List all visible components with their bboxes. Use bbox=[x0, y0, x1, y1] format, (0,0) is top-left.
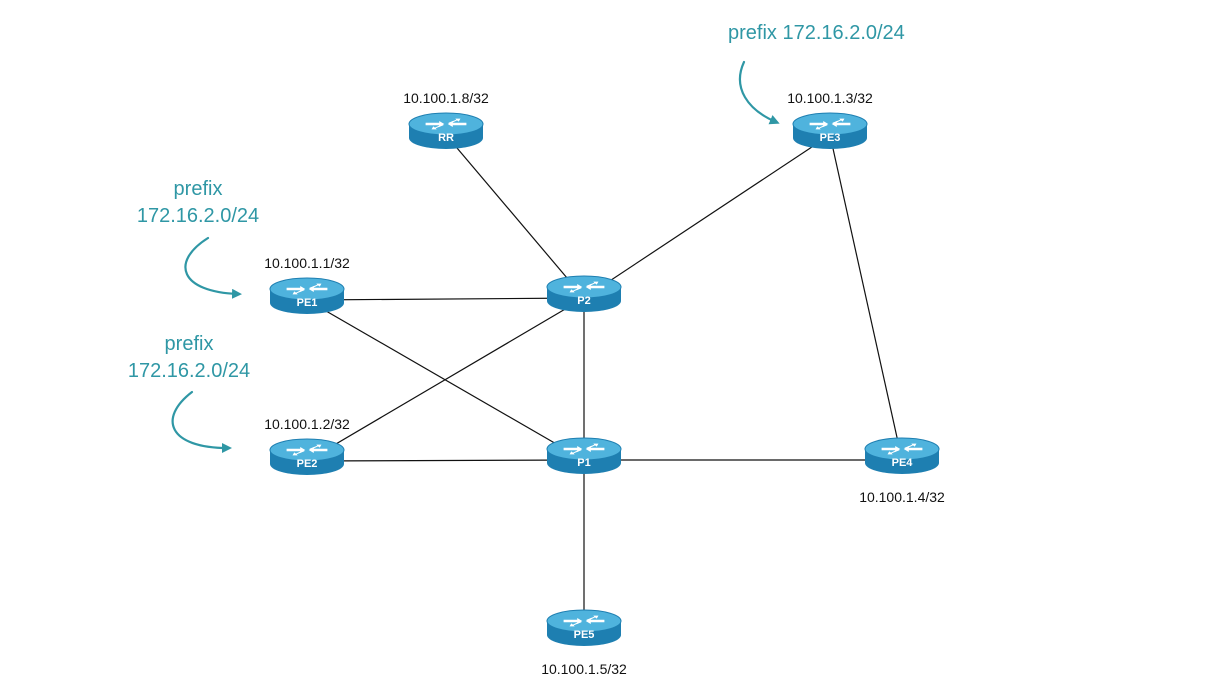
router-address-label: 10.100.1.4/32 bbox=[859, 489, 945, 505]
router-address-label: 10.100.1.3/32 bbox=[787, 90, 873, 106]
router-pe1[interactable]: PE1 10.100.1.1/32 bbox=[264, 255, 350, 314]
callout-pe3-text: prefix 172.16.2.0/24 bbox=[728, 22, 905, 44]
router-icon bbox=[269, 277, 345, 314]
router-address-label: 10.100.1.8/32 bbox=[403, 90, 489, 106]
link-pe3-p2 bbox=[583, 134, 831, 299]
callout-pe3-arrow bbox=[738, 60, 780, 125]
router-arrows-icon bbox=[286, 283, 328, 295]
callout-pe1-text-line2: 172.16.2.0/24 bbox=[137, 205, 259, 227]
callout-pe1: prefix 172.16.2.0/24 bbox=[137, 178, 259, 299]
callout-pe2: prefix 172.16.2.0/24 bbox=[128, 333, 250, 453]
router-icon bbox=[546, 609, 622, 646]
router-name: PE4 bbox=[892, 457, 914, 469]
router-icon bbox=[408, 112, 484, 149]
router-name: RR bbox=[438, 132, 454, 144]
router-icon bbox=[546, 437, 622, 474]
router-name: PE1 bbox=[297, 297, 318, 309]
router-address-label: 10.100.1.1/32 bbox=[264, 255, 350, 271]
router-pe3[interactable]: PE3 10.100.1.3/32 bbox=[787, 90, 873, 149]
callout-pe3: prefix 172.16.2.0/24 bbox=[728, 22, 905, 125]
router-icon bbox=[792, 112, 868, 149]
router-address-label: 10.100.1.2/32 bbox=[264, 416, 350, 432]
router-rr[interactable]: RR 10.100.1.8/32 bbox=[403, 90, 489, 149]
router-pe4[interactable]: PE4 10.100.1.4/32 bbox=[859, 437, 945, 505]
router-p2[interactable]: P2 bbox=[546, 275, 622, 312]
router-arrows-icon bbox=[809, 118, 851, 130]
router-arrows-icon bbox=[881, 443, 923, 455]
router-arrows-icon bbox=[563, 281, 605, 293]
link-pe2-p2 bbox=[306, 297, 585, 462]
router-arrows-icon bbox=[425, 118, 467, 130]
router-name: PE2 bbox=[297, 458, 318, 470]
link-pe2-p1 bbox=[306, 459, 585, 462]
router-pe5[interactable]: PE5 10.100.1.5/32 bbox=[541, 609, 627, 677]
link-pe3-pe4 bbox=[829, 134, 903, 461]
router-p1[interactable]: P1 bbox=[546, 437, 622, 474]
callout-pe1-arrow bbox=[184, 236, 242, 299]
router-address-label: 10.100.1.5/32 bbox=[541, 661, 627, 677]
router-name: PE5 bbox=[574, 629, 595, 641]
router-arrows-icon bbox=[563, 443, 605, 455]
router-name: P2 bbox=[577, 295, 590, 307]
callout-pe1-text-line1: prefix bbox=[174, 178, 223, 200]
link-pe1-p2 bbox=[306, 297, 585, 301]
link-rr-p2 bbox=[445, 134, 585, 299]
router-icon bbox=[546, 275, 622, 312]
router-arrows-icon bbox=[563, 615, 605, 627]
callout-pe2-arrow bbox=[171, 390, 232, 453]
router-icon bbox=[864, 437, 940, 474]
links-layer bbox=[306, 134, 903, 632]
callout-pe2-text-line2: 172.16.2.0/24 bbox=[128, 360, 250, 382]
router-name: P1 bbox=[577, 457, 590, 469]
router-icon bbox=[269, 438, 345, 475]
router-pe2[interactable]: PE2 10.100.1.2/32 bbox=[264, 416, 350, 475]
router-name: PE3 bbox=[820, 132, 841, 144]
callout-pe2-text-line1: prefix bbox=[165, 333, 214, 355]
router-arrows-icon bbox=[286, 444, 328, 456]
